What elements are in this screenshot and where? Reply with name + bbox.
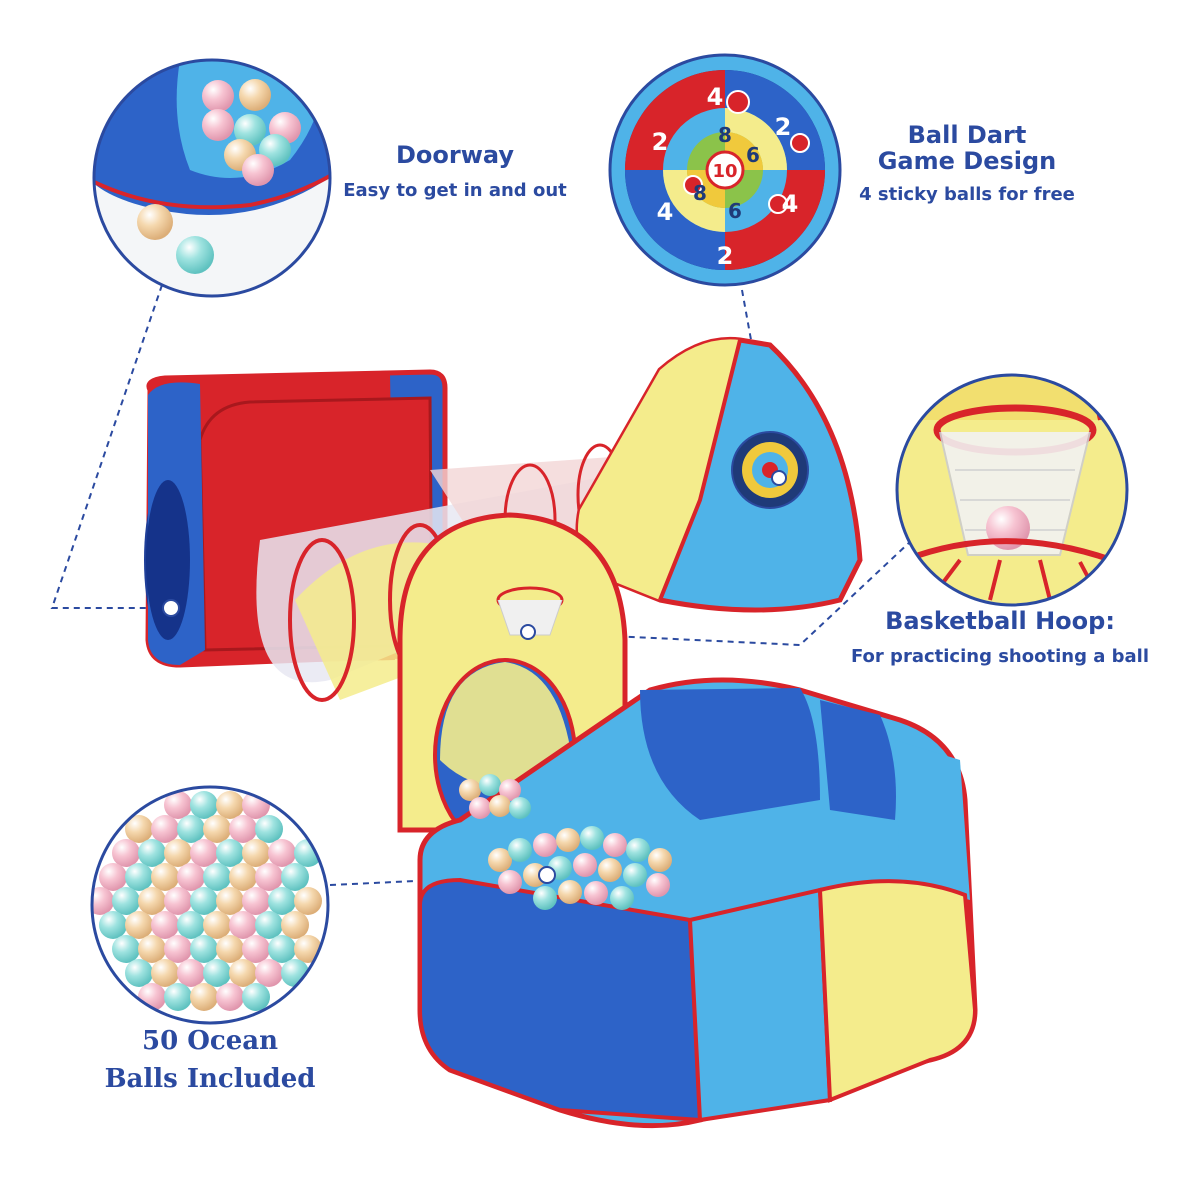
ocean-ball bbox=[229, 815, 257, 843]
ocean-ball bbox=[216, 935, 244, 963]
ocean-ball bbox=[229, 959, 257, 987]
ocean-ball bbox=[164, 887, 192, 915]
ocean-ball bbox=[151, 815, 179, 843]
ocean-ball bbox=[268, 935, 296, 963]
doorway-title: Doorway bbox=[395, 141, 514, 169]
ocean-ball bbox=[112, 839, 140, 867]
dart-outer-bottom: 2 bbox=[717, 242, 734, 270]
ocean-ball bbox=[99, 863, 127, 891]
ocean-balls bbox=[92, 791, 322, 1011]
ocean-ball bbox=[190, 887, 218, 915]
ocean-ball bbox=[164, 791, 192, 819]
balls-label: 50 Ocean Balls Included bbox=[80, 1022, 340, 1098]
dart-label: Ball Dart Game Design 4 sticky balls for… bbox=[842, 122, 1092, 206]
ocean-ball bbox=[268, 839, 296, 867]
balls-callout-image bbox=[90, 785, 330, 1025]
dart-inner-bottom: 8 bbox=[693, 181, 707, 205]
ocean-ball bbox=[242, 887, 270, 915]
ocean-ball bbox=[164, 839, 192, 867]
ocean-ball bbox=[242, 935, 270, 963]
ocean-ball bbox=[151, 863, 179, 891]
ocean-ball bbox=[229, 863, 257, 891]
ocean-ball bbox=[151, 959, 179, 987]
ocean-ball bbox=[203, 911, 231, 939]
ocean-ball bbox=[177, 863, 205, 891]
hoop-label: Basketball Hoop: For practicing shooting… bbox=[840, 608, 1160, 668]
ocean-ball bbox=[294, 935, 322, 963]
doorway-connector bbox=[50, 284, 170, 609]
ocean-ball bbox=[242, 839, 270, 867]
ocean-ball bbox=[255, 863, 283, 891]
doorway-description: Easy to get in and out bbox=[343, 180, 567, 201]
ocean-ball bbox=[190, 935, 218, 963]
ocean-ball bbox=[242, 983, 270, 1011]
ocean-ball bbox=[216, 983, 244, 1011]
ocean-ball bbox=[229, 911, 257, 939]
dart-description: 4 sticky balls for free bbox=[859, 184, 1075, 205]
ocean-ball bbox=[190, 983, 218, 1011]
ocean-ball bbox=[112, 935, 140, 963]
ocean-ball bbox=[125, 815, 153, 843]
ocean-ball bbox=[138, 935, 166, 963]
hoop-callout-image bbox=[895, 373, 1129, 607]
ocean-ball bbox=[177, 911, 205, 939]
ocean-ball bbox=[203, 863, 231, 891]
ocean-ball bbox=[164, 935, 192, 963]
ocean-ball bbox=[216, 839, 244, 867]
ocean-ball bbox=[112, 887, 140, 915]
ocean-ball bbox=[216, 887, 244, 915]
dart-middle-left-bottom: 4 bbox=[657, 198, 674, 226]
ocean-ball bbox=[203, 959, 231, 987]
balls-title-line2: Balls Included bbox=[104, 1064, 316, 1094]
ocean-ball bbox=[138, 839, 166, 867]
dart-inner-right: 6 bbox=[746, 143, 760, 167]
ocean-ball bbox=[281, 863, 309, 891]
ocean-ball bbox=[203, 815, 231, 843]
pyramid-tent bbox=[575, 336, 863, 613]
ocean-ball bbox=[190, 839, 218, 867]
dart-outer-top: 4 bbox=[707, 83, 724, 111]
ocean-ball bbox=[125, 911, 153, 939]
dart-inner-left: 6 bbox=[728, 199, 742, 223]
ocean-ball bbox=[177, 959, 205, 987]
doorway-callout-image bbox=[92, 58, 332, 298]
dart-middle-right-top: 2 bbox=[775, 113, 792, 141]
ocean-ball bbox=[216, 791, 244, 819]
balls-title-line1: 50 Ocean bbox=[141, 1026, 278, 1056]
ocean-ball bbox=[255, 959, 283, 987]
dart-middle-right-bottom: 4 bbox=[782, 190, 799, 218]
dart-title-line1: Ball Dart bbox=[907, 121, 1027, 149]
dart-title-line2: Game Design bbox=[877, 147, 1057, 175]
pit-balls bbox=[459, 774, 672, 910]
ocean-ball bbox=[125, 959, 153, 987]
ocean-ball bbox=[164, 983, 192, 1011]
ocean-ball bbox=[138, 887, 166, 915]
ocean-ball bbox=[99, 911, 127, 939]
ocean-ball bbox=[92, 887, 114, 915]
dart-center-number: 10 bbox=[712, 161, 737, 182]
ocean-ball bbox=[190, 791, 218, 819]
dart-inner-top: 8 bbox=[718, 123, 732, 147]
hoop-description: For practicing shooting a ball bbox=[850, 646, 1150, 667]
ocean-ball bbox=[255, 815, 283, 843]
doorway-label: Doorway Easy to get in and out bbox=[330, 142, 580, 202]
hoop-title: Basketball Hoop: bbox=[885, 607, 1115, 635]
ocean-ball bbox=[281, 911, 309, 939]
ocean-ball bbox=[151, 911, 179, 939]
ball-pit bbox=[417, 677, 978, 1129]
tent-set bbox=[144, 336, 978, 1129]
ocean-ball bbox=[268, 887, 296, 915]
ocean-ball bbox=[294, 839, 322, 867]
ocean-ball bbox=[125, 863, 153, 891]
ocean-ball bbox=[294, 887, 322, 915]
dartboard-callout-image: 10 8 6 8 6 2 4 2 4 4 2 bbox=[608, 53, 842, 287]
ocean-ball bbox=[177, 815, 205, 843]
ocean-ball bbox=[255, 911, 283, 939]
dart-middle-left-top: 2 bbox=[652, 128, 669, 156]
